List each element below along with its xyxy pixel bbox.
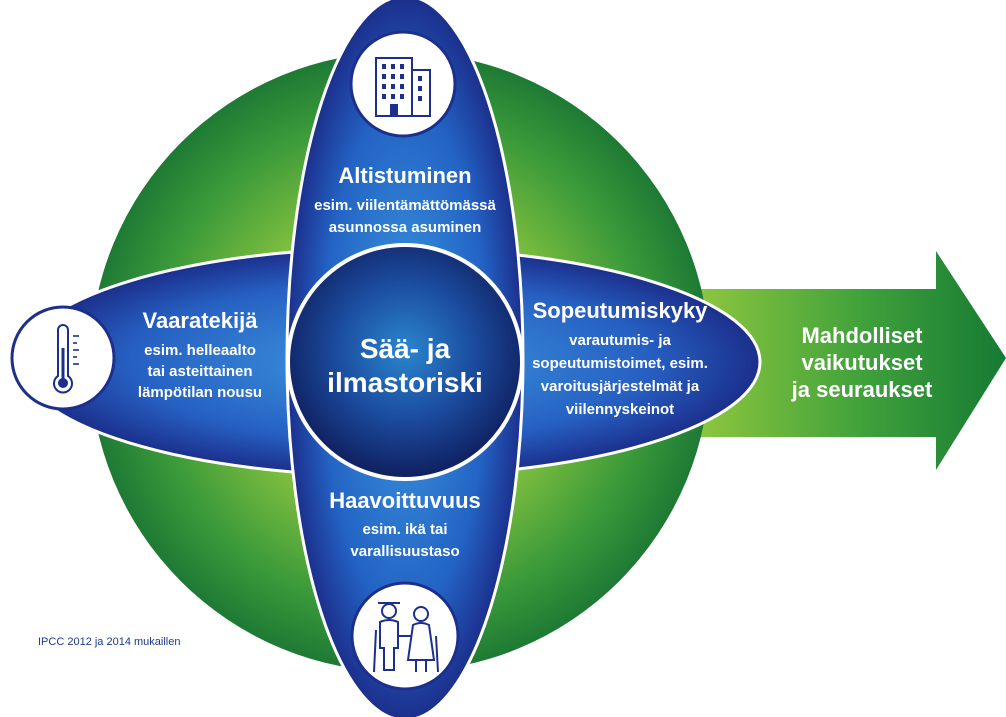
center-title-line1: Sää- ja xyxy=(360,333,451,364)
right-line3: varoitusjärjestelmät ja xyxy=(541,378,700,395)
right-line1: varautumis- ja xyxy=(569,332,671,349)
center-title-line2: ilmastoriski xyxy=(327,367,483,398)
left-line1: esim. helleaalto xyxy=(144,342,256,359)
arrow-line3: ja seuraukset xyxy=(791,377,933,402)
left-line3: lämpötilan nousu xyxy=(138,384,262,401)
outcome-arrow xyxy=(700,251,1006,470)
top-line2: asunnossa asuminen xyxy=(329,219,482,236)
bottom-title: Haavoittuvuus xyxy=(329,488,481,513)
top-line1: esim. viilentämättömässä xyxy=(314,197,496,214)
top-title: Altistuminen xyxy=(338,163,471,188)
bottom-line1: esim. ikä tai xyxy=(362,521,447,538)
source-note: IPCC 2012 ja 2014 mukaillen xyxy=(38,636,181,648)
left-line2: tai asteittainen xyxy=(147,363,252,380)
left-title: Vaaratekijä xyxy=(143,308,259,333)
arrow-line2: vaikutukset xyxy=(801,350,923,375)
right-title: Sopeutumiskyky xyxy=(533,298,709,323)
bottom-line2: varallisuustaso xyxy=(350,543,459,560)
right-line2: sopeutumistoimet, esim. xyxy=(532,355,708,372)
thermometer-icon xyxy=(10,305,116,411)
elderly-couple-icon xyxy=(350,581,460,691)
right-line4: viilennyskeinot xyxy=(566,401,674,418)
arrow-line1: Mahdolliset xyxy=(801,323,923,348)
center-circle xyxy=(286,243,524,481)
building-icon xyxy=(349,30,457,138)
